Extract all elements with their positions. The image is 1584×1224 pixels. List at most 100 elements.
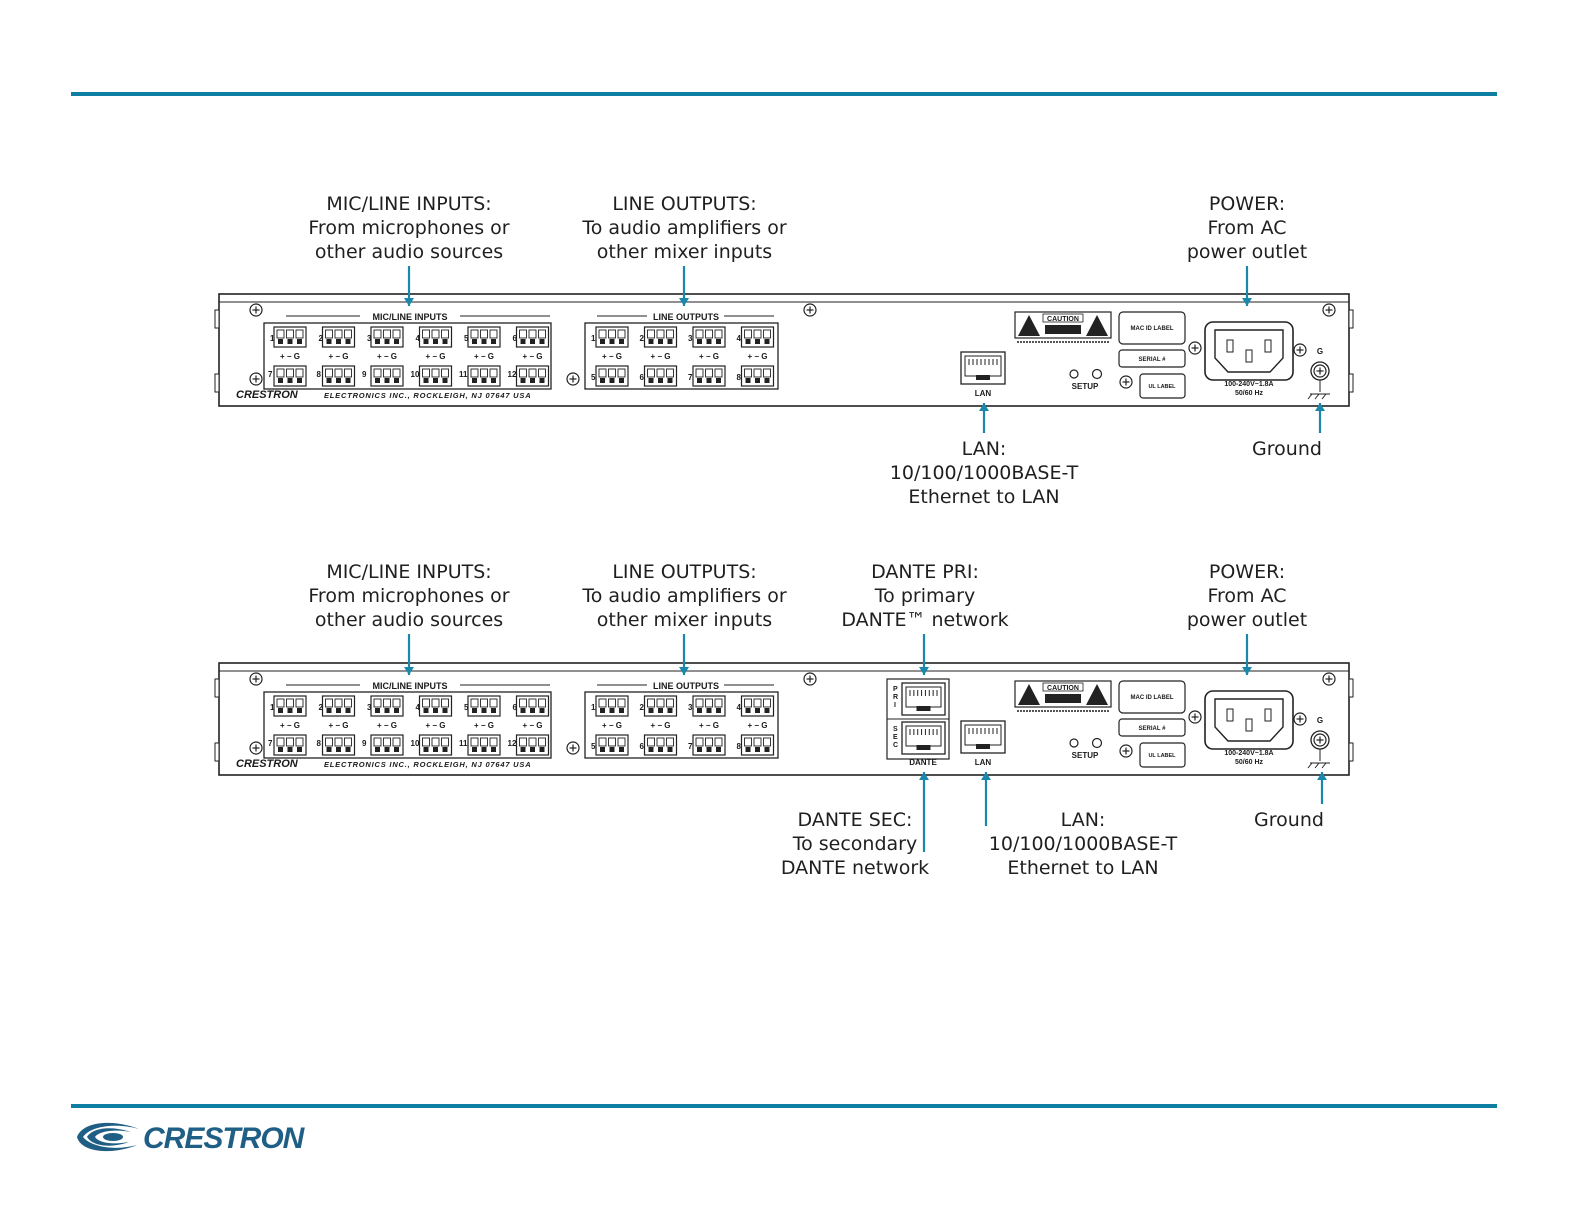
setup-label: SETUP <box>1072 751 1099 760</box>
crestron-wordmark: CRESTRON <box>143 1122 306 1155</box>
pin-label: + − G <box>425 721 445 730</box>
serial-label <box>1118 718 1186 737</box>
arrow-dante-pri <box>919 634 929 675</box>
bottom-rule <box>71 1104 1497 1108</box>
screw-icon <box>1188 710 1202 724</box>
line-outputs-header: LINE OUTPUTS <box>653 312 719 322</box>
terminal-block-connector <box>515 734 550 756</box>
warning-bolt-icon <box>1018 684 1040 705</box>
warning-exclamation-icon <box>1086 684 1108 705</box>
top-rule <box>71 92 1497 96</box>
terminal-block-connector <box>370 365 404 387</box>
mac-id-text: MAC ID LABEL <box>1131 326 1174 332</box>
pin-label: + − G <box>377 721 397 730</box>
screw-icon <box>1119 744 1133 758</box>
lan-label: LAN <box>975 389 992 398</box>
pin-label: + − G <box>328 352 348 361</box>
pin-label: + − G <box>425 352 445 361</box>
pin-label: + − G <box>328 721 348 730</box>
mic-input-number: 4 <box>416 703 421 712</box>
terminal-block-connector <box>595 365 629 387</box>
ul-label <box>1139 373 1186 399</box>
terminal-block-connector <box>692 326 726 348</box>
dante-pri-port <box>901 682 946 716</box>
mic-input-number: 7 <box>268 370 273 379</box>
arrow-mic-1 <box>404 266 414 306</box>
output-number: 1 <box>591 334 596 343</box>
screw-icon <box>1188 341 1202 355</box>
terminal-block-connector <box>740 365 775 387</box>
mic-input-number: 1 <box>270 334 275 343</box>
screw-icon <box>249 303 263 317</box>
pin-label: + − G <box>522 352 542 361</box>
arrow-lan-2 <box>981 772 991 826</box>
power-rating: 100-240V~1.8A <box>1224 381 1273 388</box>
terminal-block-connector <box>321 734 356 756</box>
arrow-out-1 <box>679 266 689 306</box>
mic-inputs-header: MIC/LINE INPUTS <box>372 312 447 322</box>
terminal-block-connector <box>643 365 678 387</box>
mic-input-number: 4 <box>416 334 421 343</box>
serial-label <box>1118 349 1186 368</box>
screw-icon <box>1313 364 1327 378</box>
caution-text: CAUTION <box>1047 685 1079 692</box>
warning-bolt-icon <box>1018 315 1040 336</box>
terminal-block-connector <box>418 695 453 717</box>
terminal-block-connector <box>370 695 404 717</box>
screw-icon <box>566 741 580 755</box>
arrow-power-2 <box>1242 634 1252 675</box>
caution-label: CAUTION <box>1014 680 1112 712</box>
sec-label: S <box>893 726 898 733</box>
ground-label: G <box>1317 716 1323 725</box>
terminal-block-connector <box>692 734 726 756</box>
terminal-block-connector <box>321 695 356 717</box>
mac-id-label <box>1118 680 1186 714</box>
output-number: 5 <box>591 742 596 751</box>
screw-icon <box>249 741 263 755</box>
lan-port <box>960 351 1006 385</box>
panel-brand: CRESTRON <box>236 389 299 401</box>
mic-input-number: 9 <box>362 370 367 379</box>
mic-input-number: 12 <box>508 370 517 379</box>
setup-led <box>1069 738 1079 748</box>
arrow-mic-2 <box>404 634 414 675</box>
mic-input-number: 6 <box>513 703 518 712</box>
crestron-swirl-icon <box>77 1122 139 1152</box>
arrow-out-2 <box>679 634 689 675</box>
screw-icon <box>1322 303 1336 317</box>
mic-input-number: 10 <box>411 739 420 748</box>
output-number: 3 <box>688 334 693 343</box>
terminal-block-connector <box>740 695 775 717</box>
power-rating: 100-240V~1.8A <box>1224 750 1273 757</box>
pin-label: + − G <box>650 721 670 730</box>
crestron-logo: CRESTRON <box>73 1117 373 1157</box>
setup-led <box>1069 369 1079 379</box>
terminal-block-connector <box>515 365 550 387</box>
terminal-block-connector <box>643 695 678 717</box>
panel-brand: CRESTRON <box>236 758 299 770</box>
pin-label: + − G <box>602 721 622 730</box>
pin-label: + − G <box>522 721 542 730</box>
lan-label: LAN <box>975 758 992 767</box>
terminal-block-connector <box>273 365 307 387</box>
output-number: 4 <box>737 703 742 712</box>
setup-button <box>1091 368 1103 380</box>
pin-label: + − G <box>377 352 397 361</box>
screw-icon <box>1293 712 1307 726</box>
serial-text: SERIAL # <box>1139 726 1167 732</box>
mic-input-number: 1 <box>270 703 275 712</box>
terminal-block-connector <box>515 695 550 717</box>
arrow-lan-1 <box>979 403 989 433</box>
panel-company: ELECTRONICS INC., ROCKLEIGH, NJ 07647 US… <box>324 760 531 769</box>
sec-label: C <box>893 742 898 749</box>
ul-label <box>1139 742 1186 768</box>
ul-text: UL LABEL <box>1148 384 1176 390</box>
terminal-block-connector <box>467 695 501 717</box>
